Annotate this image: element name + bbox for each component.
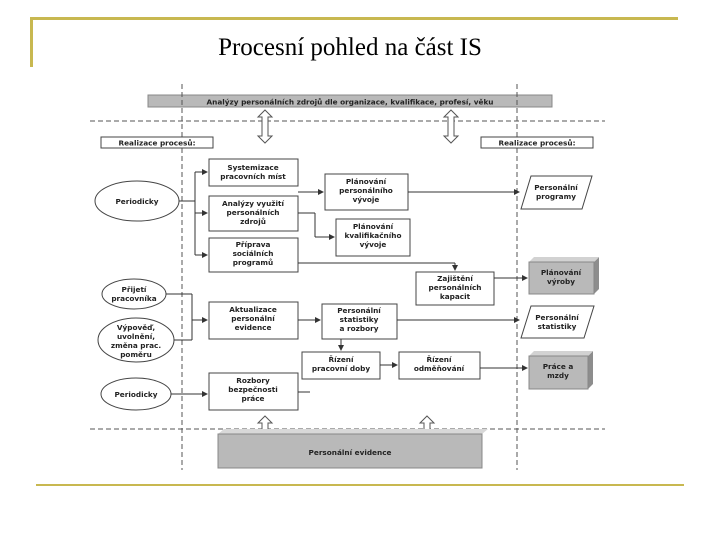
- process-label: sociálních: [233, 249, 274, 258]
- trigger-ellipse: Výpověď, uvolnění, změna prac. poměru: [97, 317, 175, 363]
- process-label: vývoje: [360, 240, 387, 249]
- output-label: výroby: [547, 277, 575, 286]
- process-box: Rozbory bezpečnosti práce: [208, 372, 299, 411]
- output-label: mzdy: [547, 371, 569, 380]
- process-label: Rozbory: [236, 376, 270, 385]
- slide-frame-left-line: [30, 17, 33, 67]
- output-label: Personální: [535, 313, 579, 322]
- output-label: Práce a: [543, 362, 574, 371]
- process-label: pracovní doby: [312, 364, 371, 373]
- output-3d-box: Plánování výroby: [528, 257, 599, 295]
- process-label: odměňování: [414, 364, 465, 373]
- trigger-label: změna prac.: [111, 341, 162, 350]
- process-label: kapacit: [440, 292, 471, 301]
- slide-frame-bottom-line: [36, 484, 684, 486]
- process-label: personálních: [227, 208, 280, 217]
- process-label: a rozbory: [340, 324, 379, 333]
- output-label: Personální: [534, 183, 578, 192]
- process-label: zdrojů: [240, 217, 266, 226]
- connector-lines: [166, 169, 528, 397]
- trigger-ellipse: Přijetí pracovníka: [101, 278, 167, 310]
- trigger-label: Výpověď,: [117, 323, 156, 332]
- slide-frame-top-line: [30, 17, 678, 20]
- process-label: Plánování: [346, 177, 387, 186]
- process-box: Systemizace pracovních míst: [208, 158, 299, 187]
- process-label: evidence: [235, 323, 272, 332]
- process-label: Příprava: [236, 240, 271, 249]
- process-box: Aktualizace personální evidence: [208, 301, 299, 340]
- process-label: Řízení: [328, 355, 354, 364]
- left-process-header-label: Realizace procesů:: [118, 139, 195, 148]
- process-label: kvalifikačního: [345, 231, 402, 240]
- process-box: Personální statistiky a rozbory: [321, 303, 398, 340]
- output-label: programy: [536, 192, 576, 201]
- process-label: Personální: [337, 306, 381, 315]
- process-label: Systemizace: [227, 163, 278, 172]
- trigger-label: uvolnění,: [117, 332, 155, 341]
- double-arrow-icon: [256, 109, 274, 144]
- output-parallelogram: Personální statistiky: [520, 305, 595, 339]
- process-label: práce: [241, 394, 264, 403]
- process-label: bezpečnosti: [228, 385, 277, 394]
- process-box: Analýzy využití personálních zdrojů: [208, 195, 299, 232]
- trigger-label: Periodicky: [114, 390, 157, 399]
- left-process-header: Realizace procesů:: [100, 136, 214, 149]
- process-label: Aktualizace: [229, 305, 277, 314]
- double-arrow-icon: [442, 109, 460, 144]
- process-label: vývoje: [353, 195, 380, 204]
- process-label: statistiky: [340, 315, 379, 324]
- trigger-label: pracovníka: [111, 294, 156, 303]
- trigger-label: Přijetí: [122, 285, 147, 294]
- process-label: Analýzy využití: [222, 199, 285, 208]
- process-box: Plánování kvalifikačního vývoje: [335, 218, 411, 257]
- process-label: Zajištění: [437, 274, 473, 283]
- process-box: Zajištění personálních kapacit: [415, 271, 495, 306]
- process-box: Příprava sociálních programů: [208, 237, 299, 273]
- trigger-label: Periodicky: [115, 197, 158, 206]
- right-process-header: Realizace procesů:: [480, 136, 594, 149]
- output-parallelogram: Personální programy: [520, 175, 593, 210]
- process-box: Řízení pracovní doby: [301, 351, 381, 380]
- trigger-label: poměru: [120, 350, 152, 359]
- top-banner-label: Analýzy personálních zdrojů dle organiza…: [207, 98, 494, 107]
- process-label: personálních: [429, 283, 482, 292]
- process-label: personální: [231, 314, 275, 323]
- top-banner: Analýzy personálních zdrojů dle organiza…: [147, 94, 553, 108]
- trigger-ellipse: Periodicky: [94, 180, 180, 222]
- process-label: programů: [233, 258, 273, 267]
- output-label: statistiky: [538, 322, 577, 331]
- process-label: pracovních míst: [220, 172, 286, 181]
- output-3d-box: Práce a mzdy: [528, 351, 593, 390]
- process-label: Řízení: [426, 355, 452, 364]
- process-label: Plánování: [353, 222, 394, 231]
- trigger-ellipse: Periodicky: [100, 377, 172, 411]
- process-box: Plánování personálního vývoje: [324, 173, 409, 211]
- bottom-banner: Personální evidence: [217, 429, 488, 469]
- process-box: Řízení odměňování: [398, 351, 481, 380]
- bottom-banner-label: Personální evidence: [309, 448, 392, 457]
- output-label: Plánování: [541, 268, 582, 277]
- right-process-header-label: Realizace procesů:: [498, 139, 575, 148]
- process-label: personálního: [339, 186, 393, 195]
- slide-title: Procesní pohled na část IS: [218, 34, 482, 61]
